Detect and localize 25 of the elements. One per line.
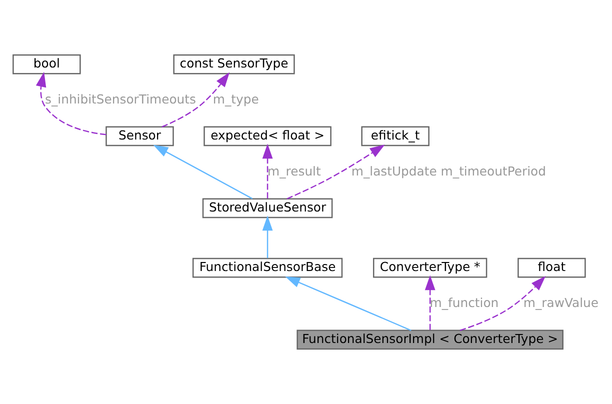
edge-label: m_function xyxy=(430,294,499,310)
node-box: Sensor xyxy=(106,126,174,146)
edge-label: m_lastUpdate m_timeoutPeriod xyxy=(351,163,546,178)
arrow xyxy=(285,276,412,331)
arrow xyxy=(460,276,546,331)
node-box: StoredValueSensor xyxy=(202,198,333,218)
arrow xyxy=(262,216,273,258)
edge-label: m_type xyxy=(212,91,259,106)
node-box: bool xyxy=(12,54,81,74)
node-box: efitick_t xyxy=(361,126,430,146)
node-box: FunctionalSensorImpl < ConverterType > xyxy=(296,330,564,350)
arrow xyxy=(262,144,273,198)
node-box: const SensorType xyxy=(173,54,295,74)
edge-label: m_rawValue xyxy=(523,294,599,310)
edge-label: s_inhibitSensorTimeouts xyxy=(45,91,196,106)
arrow xyxy=(36,72,106,136)
arrow xyxy=(286,144,385,200)
node-box: FunctionalSensorBase xyxy=(192,258,343,278)
node-box: expected< float > xyxy=(204,126,332,146)
arrow xyxy=(162,72,230,128)
arrow xyxy=(424,275,436,330)
arrow xyxy=(153,144,253,200)
node-box: float xyxy=(518,258,586,278)
node-box: ConverterType * xyxy=(373,258,488,278)
edge-label: m_result xyxy=(268,163,321,178)
